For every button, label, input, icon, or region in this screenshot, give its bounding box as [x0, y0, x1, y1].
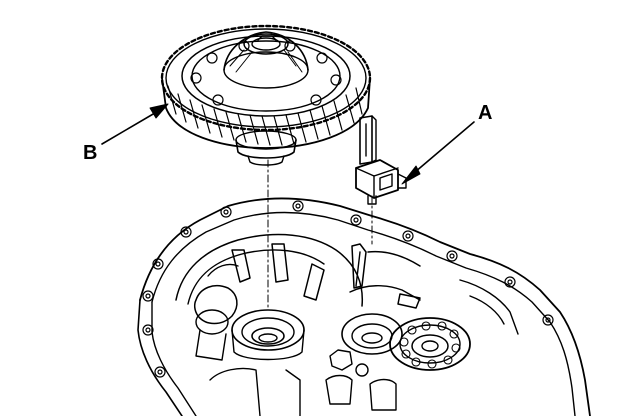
transmission-case-icon — [137, 197, 591, 416]
callout-arrow-a — [401, 121, 475, 185]
sensor-bracket-icon — [355, 115, 407, 205]
ring-gear-icon — [160, 24, 372, 166]
callout-arrow-b — [101, 103, 169, 145]
callout-label-a: A — [478, 102, 493, 124]
alignment-centerlines — [267, 159, 373, 309]
callout-label-b: B — [83, 142, 98, 164]
